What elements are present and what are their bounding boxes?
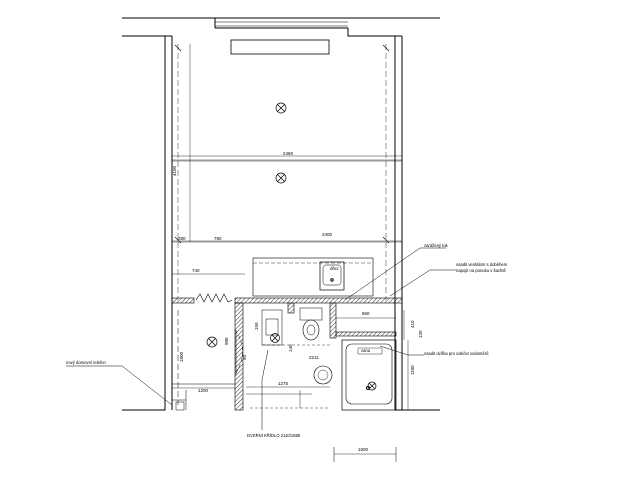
outer-walls (122, 17, 440, 411)
note-ventilator-2: napojit na ponuku v šachtě (456, 268, 506, 273)
dim-2300: 2300 (322, 232, 333, 237)
note-ventilator-1: osadit ventilátor s doběhem (456, 262, 508, 267)
section-marks (333, 447, 397, 462)
window (215, 17, 348, 55)
dim-1200: 1200 (198, 388, 209, 393)
room-guides (172, 44, 402, 300)
dim-1800: 1800 (179, 351, 184, 362)
dim-410: 410 (410, 320, 415, 328)
zigzag-wall (195, 293, 233, 303)
dim-room-depth: 4100 (172, 165, 177, 176)
dim-120: 120 (418, 330, 423, 338)
note-door: DVEŘNÍ KŘÍDLO 2110/1880 (247, 433, 301, 438)
dim-left-top: 280 (178, 236, 186, 241)
dim-150: 150 (254, 322, 259, 330)
sink-label: dřez (330, 266, 340, 271)
bathroom (250, 307, 396, 409)
dim-1100: 1100 (410, 365, 415, 375)
note-top-right: zarážený tok (424, 243, 449, 248)
dim-780: 780 (214, 236, 222, 241)
dim-140: 140 (288, 344, 293, 352)
dim-860: 860 (362, 311, 370, 316)
note-phone: nový domovní telefon (66, 360, 106, 365)
light-fixture-icon (206, 102, 377, 391)
dim-740: 740 (192, 268, 200, 273)
tub-label: vana (361, 348, 371, 353)
dim-980: 980 (224, 337, 229, 345)
partition-wall (171, 297, 403, 411)
leader-lines (66, 247, 456, 430)
door-swing (234, 329, 243, 376)
dimension-lines (172, 44, 409, 455)
dim-1275: 1275 (278, 381, 289, 386)
dim-90: 90 (242, 354, 247, 360)
dim-2211: 2211 (309, 355, 319, 360)
corner-ticks (174, 44, 390, 244)
kitchen-counter (252, 257, 374, 297)
note-drain: osadit dvířka pro odečet vodoměrů (424, 351, 489, 356)
hall (172, 310, 235, 411)
dim-room-width: 2460 (283, 151, 294, 156)
dim-1600: 1600 (358, 447, 369, 452)
bathtub-icon (341, 339, 397, 411)
